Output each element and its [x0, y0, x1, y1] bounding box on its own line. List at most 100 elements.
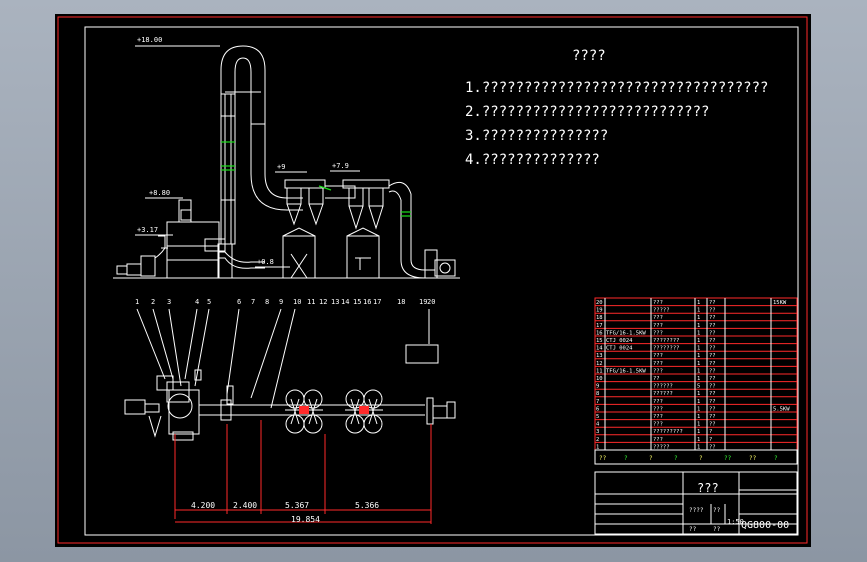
bom-cell: ???: [653, 437, 663, 443]
dim-total: 19.854: [291, 515, 320, 524]
outer-frame: [57, 16, 808, 544]
bom-cell: ???: [653, 330, 663, 336]
callout-6: 6: [237, 298, 241, 306]
dim-3: 5.367: [285, 501, 309, 510]
bom-cell: ???: [653, 422, 663, 428]
bom-cell: 7: [596, 399, 599, 405]
bom-cell: 18: [596, 315, 603, 321]
title-cell-1: ????: [689, 507, 704, 514]
dim-1: 4.200: [191, 501, 215, 510]
title-block: ??? QG800-00 1:50 ???? ?? ?? ??: [594, 471, 798, 535]
bom-cell: ??: [709, 353, 716, 359]
bom-cell: 8: [596, 391, 599, 397]
bom-cell: 1: [697, 346, 700, 352]
bom-cell: 1: [697, 368, 700, 374]
callout-13: 13: [331, 298, 339, 306]
bom-cell: ?????: [653, 308, 670, 314]
bom-cell: ??: [709, 384, 716, 390]
bom-cell: CTJ 0024: [606, 338, 633, 344]
bom-cell: 1: [697, 361, 700, 367]
bom-cell: 14: [596, 346, 603, 352]
bom-cell: 1: [697, 300, 700, 306]
callout-17: 17: [373, 298, 381, 306]
bom-cell: ??????: [653, 384, 673, 390]
bom-cell: ????????: [653, 346, 680, 352]
elev-8-8: +8.80: [149, 189, 170, 197]
bom-cell: 5: [596, 414, 599, 420]
callout-8: 8: [265, 298, 269, 306]
control-cabinet: [405, 344, 439, 364]
dim-2: 2.400: [233, 501, 257, 510]
bom-header-cell: ?: [624, 455, 628, 462]
bom-cell: 13: [596, 353, 603, 359]
bom-cell: 1: [697, 323, 700, 329]
title-cell-3: ??: [689, 526, 697, 533]
bom-cell: 15: [596, 338, 603, 344]
note-3: 3.???????????????: [465, 128, 608, 144]
bom-cell: ???: [653, 399, 663, 405]
bom-cell: 1: [697, 315, 700, 321]
bom-cell: ??: [709, 346, 716, 352]
elevation-view: +18.00 +8.80 +3.17 +0.8 +9 +7.9: [113, 36, 460, 279]
dimension-lines: 4.200 2.400 5.367 5.366 19.854: [174, 420, 432, 524]
bom-cell: 16: [596, 330, 603, 336]
bom-cell: ??: [709, 422, 716, 428]
bom-cell: ??????: [653, 391, 673, 397]
bom-cell: ??: [709, 361, 716, 367]
bom-header-cell: ?: [774, 455, 778, 462]
bom-cell: ??: [653, 376, 660, 382]
bom-cell: ??: [709, 399, 716, 405]
bom-cell: 2: [596, 437, 599, 443]
callout-14: 14: [341, 298, 349, 306]
bom-cell: ??: [709, 368, 716, 374]
bom-cell: 4: [596, 422, 600, 428]
bom-cell: 15KW: [773, 300, 787, 306]
drawing-scale: 1:50: [727, 518, 744, 526]
callout-2: 2: [151, 298, 155, 306]
bom-cell: 10: [596, 376, 603, 382]
bom-cell: ????????: [653, 338, 680, 344]
callout-3: 3: [167, 298, 171, 306]
elev-3-17: +3.17: [137, 226, 158, 234]
bom-cell: ??: [709, 308, 716, 314]
callout-12: 12: [319, 298, 327, 306]
bom-cell: TFG/16-1.5KW: [606, 368, 646, 374]
bom-cell: ??: [709, 376, 716, 382]
bom-header-cell: ??: [749, 455, 757, 462]
inner-frame: [84, 26, 799, 536]
title-cell-4: ??: [713, 526, 721, 533]
callout-11: 11: [307, 298, 315, 306]
bom-header-cell: ??: [724, 455, 732, 462]
bom-cell: 12: [596, 361, 603, 367]
callout-7: 7: [251, 298, 255, 306]
callout-18: 18: [397, 298, 405, 306]
bom-cell: ?: [709, 437, 712, 443]
bom-cell: ??: [709, 300, 716, 306]
plan-view: [124, 369, 456, 441]
bom-cell: 20: [596, 300, 603, 306]
bom-cell: ??: [709, 414, 716, 420]
bom-cell: 5.5KW: [773, 406, 790, 412]
callout-20: 20: [427, 298, 435, 306]
bom-cell: CTJ 0024: [606, 346, 633, 352]
bom-cell: ??: [709, 330, 716, 336]
elev-7-9: +7.9: [332, 162, 349, 170]
bom-header-cell: ??: [599, 455, 607, 462]
bom-cell: 1: [697, 391, 700, 397]
callout-5: 5: [207, 298, 211, 306]
bom-cell: 1: [697, 429, 700, 435]
bom-cell: TFG/16-1.5KW: [606, 330, 646, 336]
callout-16: 16: [363, 298, 371, 306]
bom-cell: ??: [709, 391, 716, 397]
elev-18: +18.00: [137, 36, 162, 44]
bom-cell: 1: [697, 422, 700, 428]
callout-9: 9: [279, 298, 283, 306]
drawing-canvas: ???? 1.?????????????????????????????????…: [57, 16, 808, 544]
callout-1: 1: [135, 298, 139, 306]
callout-15: 15: [353, 298, 361, 306]
bom-cell: ??: [709, 315, 716, 321]
title-cell-2: ??: [713, 507, 721, 514]
bom-cell: 1: [697, 353, 700, 359]
bom-cell: ??: [709, 338, 716, 344]
